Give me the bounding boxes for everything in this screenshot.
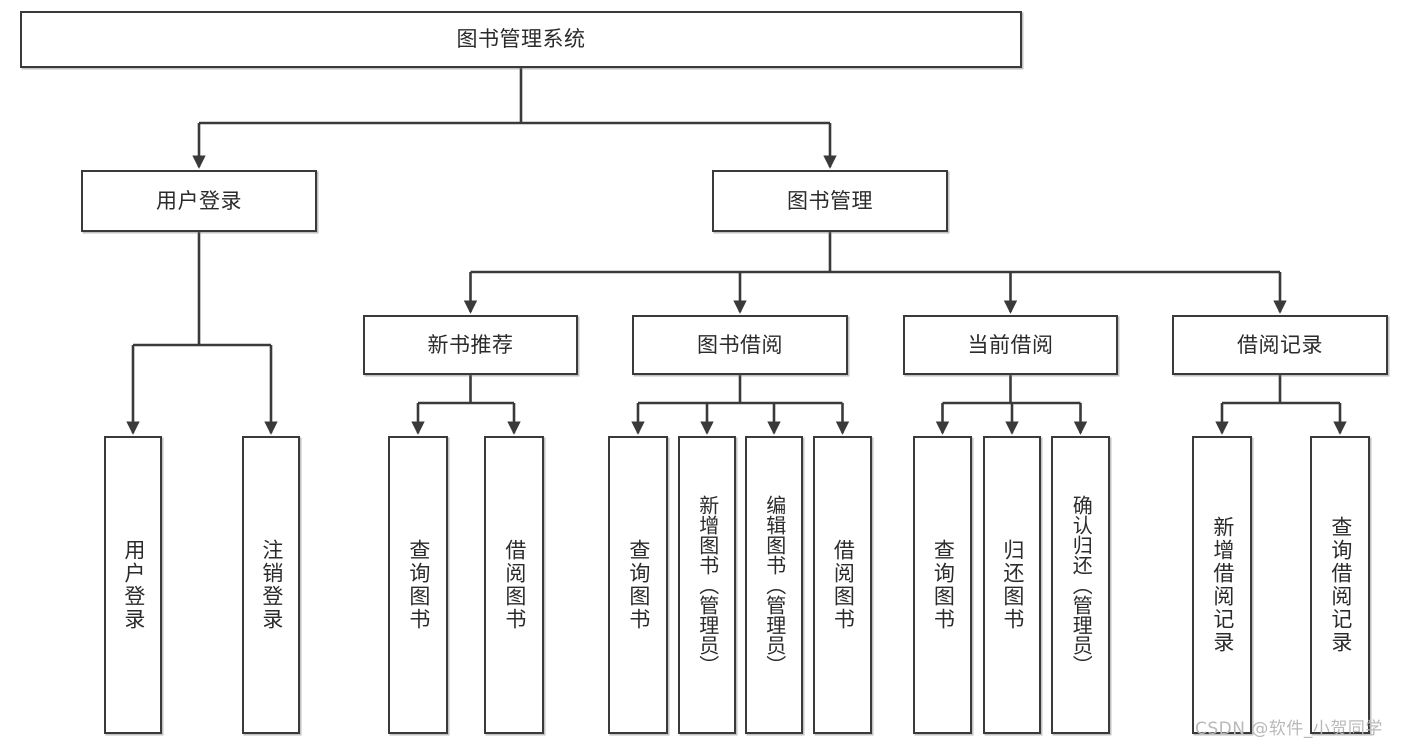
node-label: 新增借阅记录 xyxy=(1210,516,1235,654)
node-查询图书-leaf-2[interactable]: 查询图书 xyxy=(388,436,448,734)
node-用户登录-l1-0[interactable]: 用户登录 xyxy=(81,170,317,232)
node-label: 借阅记录 xyxy=(1237,332,1323,357)
node-借阅图书-leaf-7[interactable]: 借阅图书 xyxy=(813,436,872,734)
node-查询图书-leaf-4[interactable]: 查询图书 xyxy=(608,436,668,734)
node-注销登录-leaf-1[interactable]: 注销登录 xyxy=(242,436,300,734)
node-label: 归还图书 xyxy=(1000,539,1025,631)
node-label: 新书推荐 xyxy=(427,332,514,357)
node-图书管理-l1-1[interactable]: 图书管理 xyxy=(712,170,948,232)
node-label: 注销登录 xyxy=(259,539,284,631)
node-label: 查询借阅记录 xyxy=(1328,516,1353,654)
node-label: 查询图书 xyxy=(931,539,956,631)
node-label: 查询图书 xyxy=(406,539,431,631)
node-新增借阅记录-leaf-11[interactable]: 新增借阅记录 xyxy=(1192,436,1252,734)
node-label: 借阅图书 xyxy=(502,539,527,631)
node-归还图书-leaf-9[interactable]: 归还图书 xyxy=(983,436,1041,734)
node-label: 借阅图书 xyxy=(831,539,856,631)
node-借阅记录-l2-3[interactable]: 借阅记录 xyxy=(1172,315,1388,375)
node-label: 图书管理系统 xyxy=(456,27,586,52)
node-新书推荐-l2-0[interactable]: 新书推荐 xyxy=(363,315,578,375)
node-label: 用户登录 xyxy=(121,539,146,631)
node-label: 编辑图书（管理员） xyxy=(762,495,787,675)
node-label: 图书管理 xyxy=(787,188,873,213)
node-当前借阅-l2-2[interactable]: 当前借阅 xyxy=(903,315,1118,375)
node-图书借阅-l2-1[interactable]: 图书借阅 xyxy=(632,315,848,375)
node-label: 用户登录 xyxy=(156,188,242,213)
node-用户登录-leaf-0[interactable]: 用户登录 xyxy=(104,436,162,734)
node-label: 图书借阅 xyxy=(697,332,783,357)
node-查询借阅记录-leaf-12[interactable]: 查询借阅记录 xyxy=(1310,436,1370,734)
node-借阅图书-leaf-3[interactable]: 借阅图书 xyxy=(484,436,544,734)
node-图书管理系统-root-0[interactable]: 图书管理系统 xyxy=(20,11,1022,68)
node-label: 新增图书（管理员） xyxy=(695,495,720,675)
node-label: 查询图书 xyxy=(626,539,651,631)
node-新增图书管理员-leaf-5[interactable]: 新增图书（管理员） xyxy=(678,436,736,734)
node-label: 当前借阅 xyxy=(967,332,1054,357)
node-查询图书-leaf-8[interactable]: 查询图书 xyxy=(913,436,972,734)
node-确认归还管理员-leaf-10[interactable]: 确认归还（管理员） xyxy=(1051,436,1110,734)
watermark-label: CSDN @软件_小贺同学 xyxy=(1195,719,1383,739)
node-编辑图书管理员-leaf-6[interactable]: 编辑图书（管理员） xyxy=(745,436,803,734)
node-label: 确认归还（管理员） xyxy=(1069,495,1094,675)
